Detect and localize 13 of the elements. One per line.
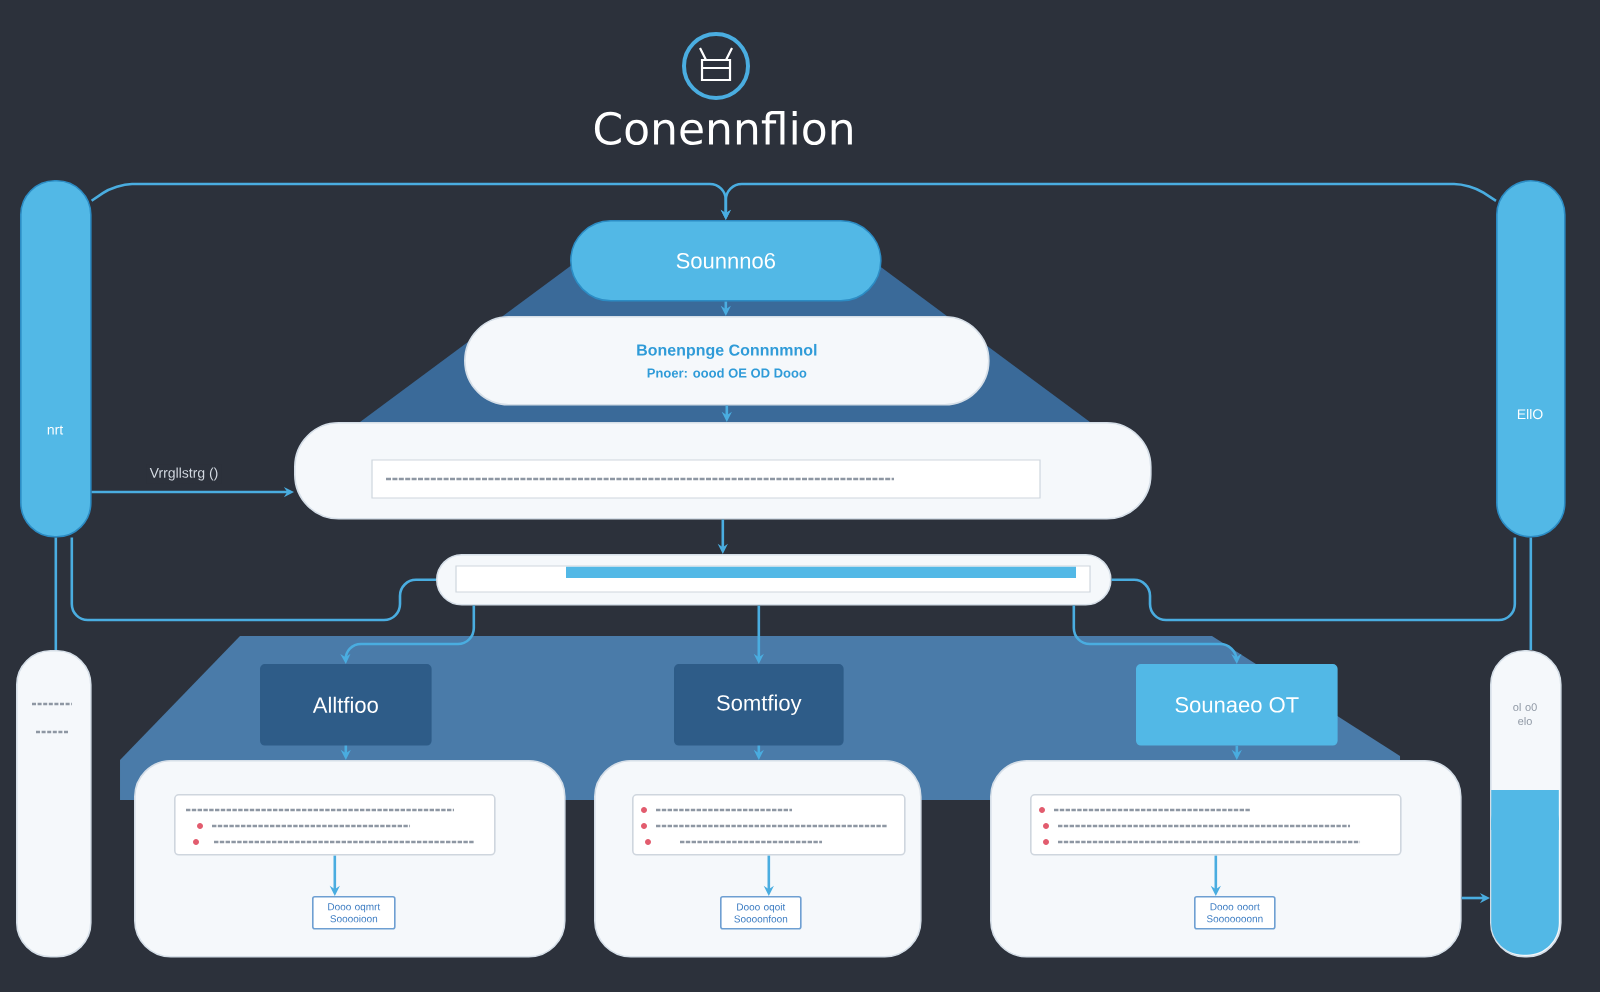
connector <box>1529 537 1533 650</box>
process-pill: Sounnno6 <box>570 220 882 302</box>
list-box <box>174 794 496 856</box>
header-tab: Alltfioo <box>260 664 432 746</box>
connector <box>70 537 436 622</box>
connector <box>54 537 58 650</box>
header-tab: Sounaeo OT <box>1136 664 1338 746</box>
title: Conennflion <box>594 110 852 146</box>
list-box <box>632 794 906 856</box>
connector <box>1111 537 1517 622</box>
list-box <box>1030 794 1402 856</box>
side-pill <box>16 650 92 958</box>
header-tab: Somtfioy <box>674 664 844 746</box>
